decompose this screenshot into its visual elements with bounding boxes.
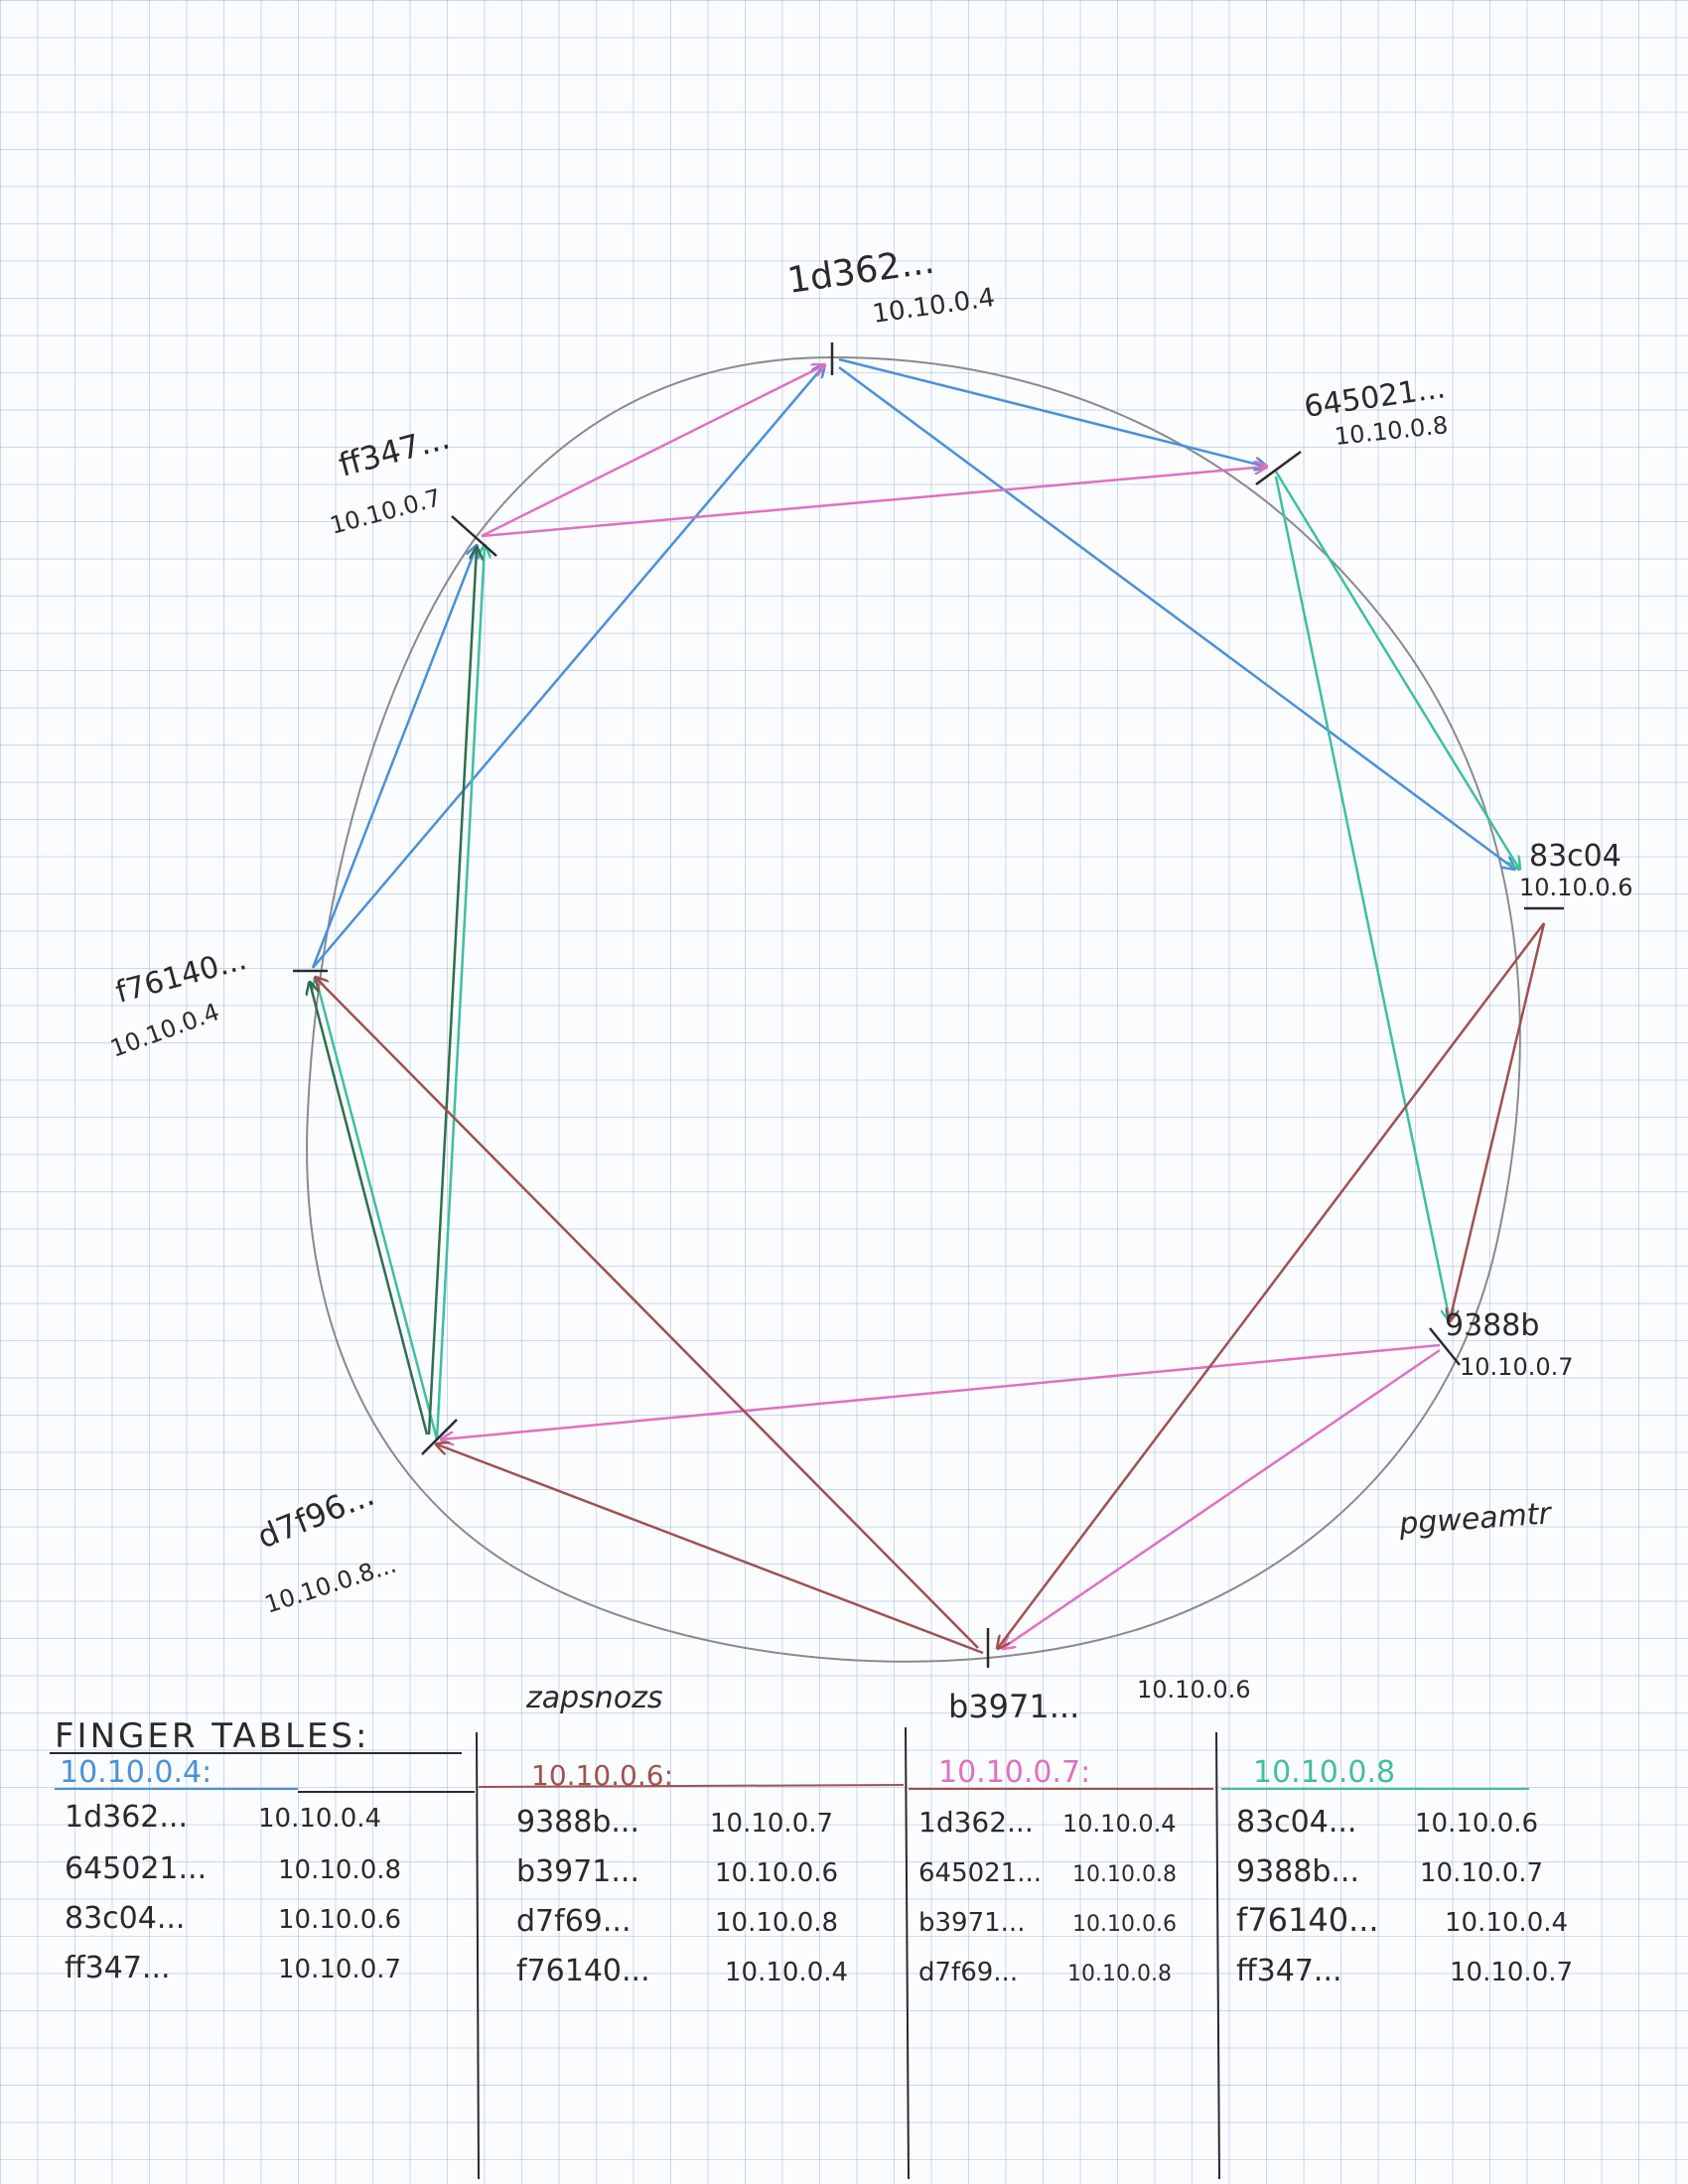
pink-finger-arrows — [442, 365, 1441, 1648]
finger-table-10-10-0-4: 10.10.0.4: 1d362... 10.10.0.4 645021... … — [55, 1755, 475, 1985]
arrow-9388b-to-b3971 — [1003, 1348, 1441, 1648]
arrow-ff347-to-1d362 — [481, 365, 824, 538]
table-cell-ip: 10.10.0.8 — [715, 1908, 838, 1938]
arrow-83c04-to-b3971 — [998, 922, 1545, 1648]
table-divider-1 — [476, 1731, 480, 2180]
node-label-f76140-hash: f76140... — [112, 942, 250, 1011]
node-label-ff347-hash: ff347... — [335, 419, 454, 484]
table-cell-ip: 10.10.0.8 — [1067, 1962, 1172, 1986]
finger-tables: FINGER TABLES: 10.10.0.4: 1d362... 10.10… — [50, 1716, 1573, 2180]
table-cell-hash: ff347... — [1236, 1954, 1342, 1988]
table-cell-ip: 10.10.0.6 — [1072, 1912, 1177, 1937]
table-cell-ip: 10.10.0.7 — [1420, 1858, 1543, 1888]
chord-ring-outline — [306, 355, 1521, 1663]
table-cell-hash: b3971... — [516, 1854, 639, 1889]
table-header: 10.10.0.7: — [938, 1755, 1090, 1790]
arrow-1d362-to-645021 — [838, 357, 1266, 467]
table-cell-hash: f76140... — [516, 1954, 650, 1988]
maroon-finger-arrows — [316, 922, 1546, 1655]
finger-tables-title: FINGER TABLES: — [55, 1716, 369, 1756]
node-label-83c04-hash: 83c04 — [1529, 839, 1621, 874]
node-labels: 1d362... 10.10.0.4 645021... 10.10.0.8 8… — [106, 241, 1632, 1725]
arrow-d7f96-to-f76140-dark — [310, 983, 429, 1435]
arrow-83c04-to-9388b — [1450, 922, 1546, 1320]
table-cell-hash: ff347... — [65, 1951, 171, 1985]
table-cell-ip: 10.10.0.6 — [278, 1905, 401, 1935]
arrow-d7f96-to-ff347-dark — [427, 548, 477, 1435]
table-cell-hash: 1d362... — [918, 1806, 1034, 1839]
node-label-d7f96-ip: 10.10.0.8... — [261, 1551, 399, 1619]
table-header-underline — [478, 1784, 905, 1788]
node-label-b3971-ip: 10.10.0.6 — [1137, 1676, 1251, 1704]
teal-finger-arrows — [316, 471, 1519, 1440]
table-cell-ip: 10.10.0.4 — [1445, 1908, 1568, 1938]
table-cell-ip: 10.10.0.7 — [1450, 1958, 1573, 1987]
node-label-b3971-hash: b3971... — [948, 1688, 1079, 1725]
tick-645021 — [1255, 450, 1302, 486]
table-cell-hash: 1d362... — [65, 1800, 188, 1835]
table-cell-hash: 645021... — [918, 1858, 1042, 1888]
table-cell-hash: 83c04... — [65, 1901, 185, 1936]
tick-d7f96 — [421, 1419, 458, 1455]
table-cell-ip: 10.10.0.8 — [278, 1855, 401, 1885]
node-label-1d362-ip: 10.10.0.4 — [871, 283, 997, 330]
node-label-9388b-ip: 10.10.0.7 — [1460, 1353, 1574, 1381]
arrow-ff347-to-645021 — [481, 467, 1266, 538]
table-divider-3 — [1215, 1731, 1220, 2180]
table-cell-ip: 10.10.0.7 — [710, 1809, 833, 1839]
table-cell-ip: 10.10.0.6 — [715, 1858, 838, 1888]
node-label-ff347-ip: 10.10.0.7 — [327, 483, 444, 540]
table-cell-ip: 10.10.0.7 — [278, 1955, 401, 1984]
arrow-f76140-to-1d362 — [312, 365, 824, 969]
arrow-f76140-to-ff347 — [311, 546, 477, 969]
table-cell-ip: 10.10.0.8 — [1072, 1862, 1177, 1887]
arrow-1d362-to-83c04 — [838, 365, 1514, 869]
node-label-9388b-hash: 9388b — [1445, 1308, 1539, 1343]
arrow-b3971-to-d7f96 — [437, 1444, 984, 1655]
arrow-b3971-to-f76140 — [316, 978, 979, 1649]
blue-finger-arrows — [311, 357, 1514, 969]
table-cell-ip: 10.10.0.4 — [1062, 1810, 1177, 1838]
arrow-d7f96-to-f76140 — [316, 978, 439, 1440]
table-cell-ip: 10.10.0.4 — [725, 1958, 848, 1987]
table-cell-hash: 9388b... — [516, 1805, 639, 1840]
table-cell-hash: 645021... — [65, 1851, 207, 1886]
arrow-9388b-to-d7f96 — [442, 1343, 1441, 1439]
finger-table-10-10-0-7: 10.10.0.7: 1d362... 10.10.0.4 645021... … — [909, 1755, 1213, 1987]
table-cell-hash: f76140... — [1236, 1901, 1379, 1939]
node-ticks — [293, 342, 1564, 1668]
node-label-1d362-hash: 1d362... — [785, 241, 937, 302]
table-cell-ip: 10.10.0.6 — [1415, 1809, 1538, 1839]
signature-right: pgweamtr — [1397, 1496, 1554, 1542]
table-header: 10.10.0.8 — [1253, 1755, 1395, 1790]
tick-9388b — [1429, 1327, 1461, 1366]
table-cell-hash: 9388b... — [1236, 1854, 1359, 1889]
arrow-645021-to-9388b — [1274, 476, 1450, 1320]
node-label-d7f96-hash: d7f96... — [252, 1475, 379, 1556]
arrow-645021-to-83c04 — [1274, 471, 1519, 869]
table-header: 10.10.0.4: — [60, 1755, 211, 1790]
finger-table-10-10-0-6: 10.10.0.6: 9388b... 10.10.0.7 b3971... 1… — [478, 1759, 905, 1988]
darkgreen-finger-arrows — [310, 548, 477, 1435]
node-label-83c04-ip: 10.10.0.6 — [1519, 874, 1633, 901]
signature-left: zapsnozs — [525, 1681, 663, 1715]
table-cell-hash: b3971... — [918, 1908, 1025, 1938]
table-cell-ip: 10.10.0.4 — [258, 1804, 381, 1834]
table-divider-2 — [905, 1726, 910, 2180]
finger-table-10-10-0-8: 10.10.0.8 83c04... 10.10.0.6 9388b... 10… — [1221, 1755, 1573, 1988]
table-cell-hash: 83c04... — [1236, 1805, 1356, 1840]
tick-ff347 — [451, 515, 497, 557]
arrow-d7f96-to-ff347 — [435, 546, 485, 1440]
table-cell-hash: d7f69... — [516, 1904, 631, 1939]
table-cell-hash: d7f69... — [918, 1958, 1018, 1987]
